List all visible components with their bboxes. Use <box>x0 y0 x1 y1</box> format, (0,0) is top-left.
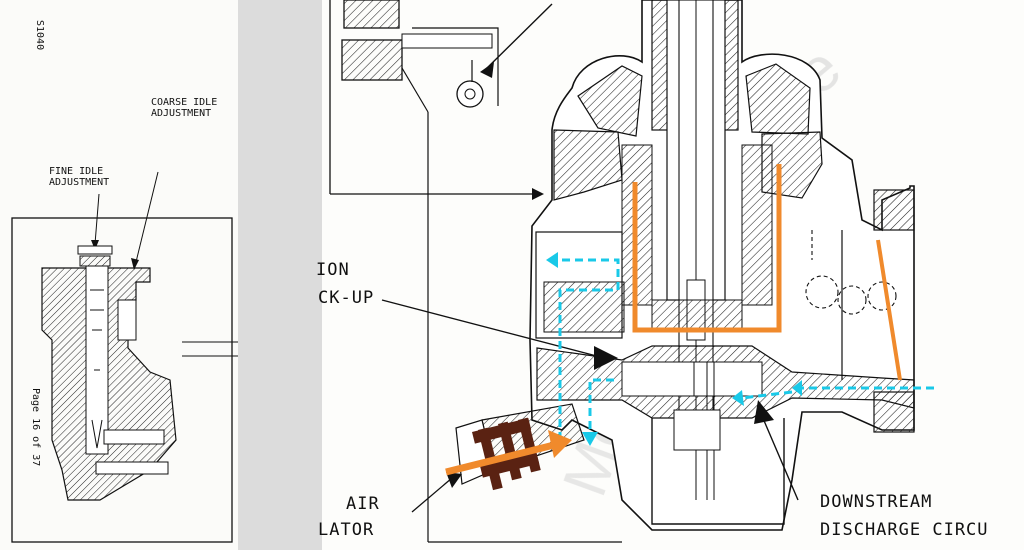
label-downstream: DOWNSTREAM <box>820 492 933 512</box>
left-document-page: S1040 COARSE IDLE ADJUSTMENT FINE IDLE A… <box>0 0 238 550</box>
label-ion: ION <box>316 260 350 280</box>
carburetor-cross-section: ne Me <box>329 0 915 543</box>
annotation-overlay <box>445 164 934 491</box>
orange-screw-arrow <box>445 440 559 476</box>
label-discharge-circuit: DISCHARGE CIRCU <box>820 520 989 540</box>
cyan-airflow-path <box>558 258 934 442</box>
orange-well-outline <box>632 164 782 333</box>
page-gutter <box>238 0 322 550</box>
label-ck-up: CK-UP <box>318 288 375 308</box>
idle-adjustment-diagram <box>11 171 238 543</box>
label-air: AIR <box>346 494 380 514</box>
right-document-page: ne Me <box>316 0 1024 550</box>
cyan-arrowheads <box>546 252 802 446</box>
orange-outlet-line <box>876 239 902 381</box>
label-lator: LATOR <box>318 520 375 540</box>
fine-idle-adjustment-label: FINE IDLE ADJUSTMENT <box>49 166 110 188</box>
coarse-idle-adjustment-label: COARSE IDLE ADJUSTMENT <box>151 97 218 119</box>
